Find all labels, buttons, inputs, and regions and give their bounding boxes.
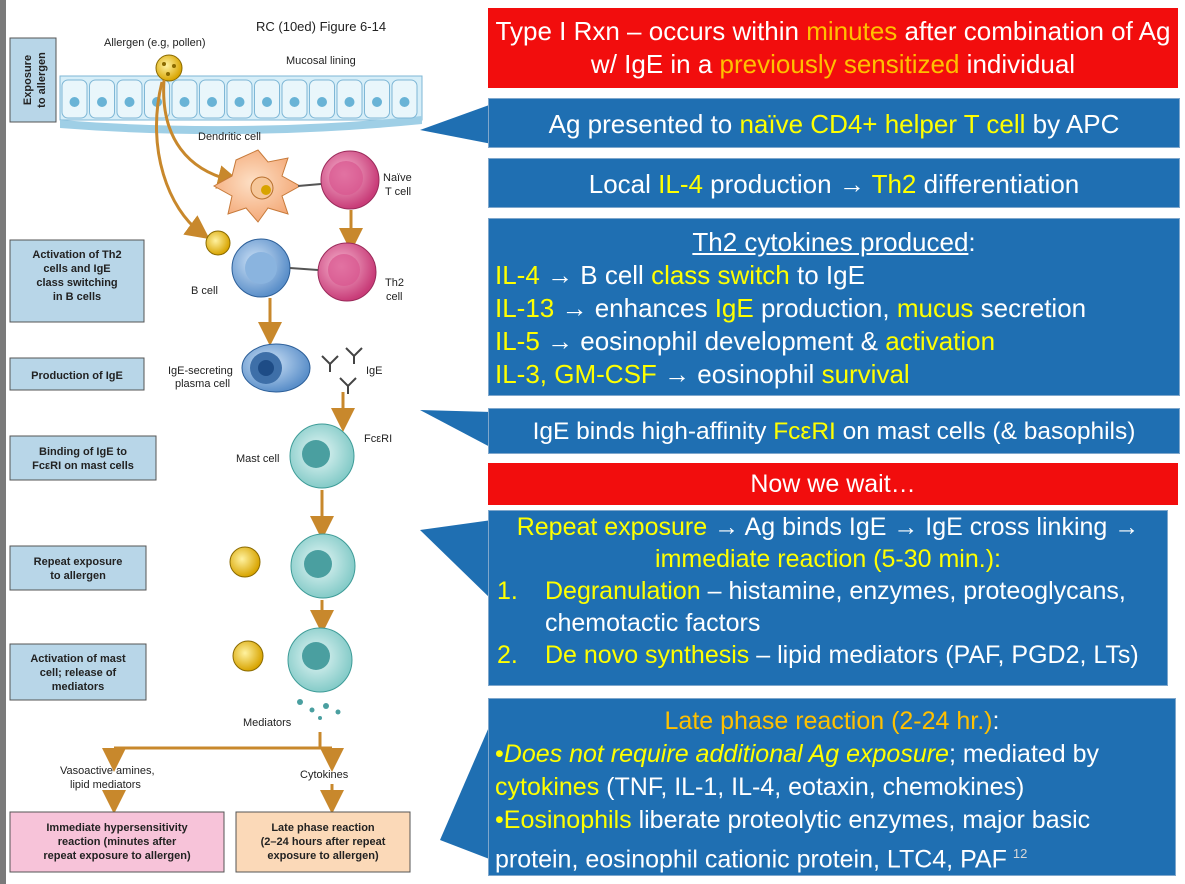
svg-text:cell; release of: cell; release of <box>40 667 117 679</box>
late-phase-box: Late phase reaction (2-24 hr.): •Does no… <box>488 698 1176 876</box>
stage-box-binding <box>9 435 157 481</box>
repeat-exposure-box: Repeat exposure → Ag binds IgE → IgE cro… <box>488 510 1168 686</box>
mast-cell-label: Mast cell <box>236 453 279 465</box>
svg-text:Activation of Th2: Activation of Th2 <box>32 249 121 261</box>
page-number: 12 <box>1012 846 1028 861</box>
dendritic-label: Dendritic cell <box>198 131 261 143</box>
slide-left-border <box>0 0 6 884</box>
b-cell-icon <box>205 230 291 298</box>
svg-text:reaction (minutes after: reaction (minutes after <box>58 836 177 848</box>
th2-label-1: Th2 <box>385 277 404 289</box>
svg-text:repeat exposure to allergen): repeat exposure to allergen) <box>43 850 191 862</box>
stage-box-exposure: Exposure to allergen <box>9 37 57 123</box>
type1-title-box: Type I Rxn – occurs within minutes after… <box>488 8 1178 88</box>
epithelial-nucleus <box>234 97 245 107</box>
epithelial-nucleus <box>207 97 217 107</box>
allergen-label: Allergen (e.g, pollen) <box>104 37 206 49</box>
svg-text:FcεRI on mast cells: FcεRI on mast cells <box>32 460 134 472</box>
th2-cell-icon <box>289 242 377 302</box>
epithelial-nucleus <box>262 97 272 107</box>
vasoactive-label-1: Vasoactive amines, <box>60 765 155 777</box>
ige-label: IgE <box>366 365 383 377</box>
hypersensitivity-figure: RC (10ed) Figure 6-14 Allergen (e.g, pol… <box>9 19 423 873</box>
outcome-immediate-box: Immediate hypersensitivity reaction (min… <box>9 811 225 873</box>
epithelial-nucleus <box>344 97 355 107</box>
vasoactive-label-2: lipid mediators <box>70 779 141 791</box>
allergen-pollen-icon <box>155 54 183 82</box>
epithelial-nucleus <box>179 97 190 107</box>
plasma-cell-icon <box>241 343 311 393</box>
svg-text:in B cells: in B cells <box>53 291 101 303</box>
antigen-presentation-box: Ag presented to naïve CD4+ helper T cell… <box>488 98 1180 148</box>
stage-box-repeat <box>9 545 147 591</box>
mediator-branch-arrows <box>102 732 344 814</box>
plasma-label-1: IgE-secreting <box>168 365 233 377</box>
epithelial-nucleus <box>97 97 107 107</box>
fceri-label: FcεRI <box>364 433 392 445</box>
mast-cell-activated-icon <box>232 627 353 720</box>
svg-text:to allergen: to allergen <box>50 570 106 582</box>
th2-cytokines-box: Th2 cytokines produced: IL-4 → B cell cl… <box>488 218 1180 396</box>
epithelial-nucleus <box>399 97 410 107</box>
mediators-label: Mediators <box>243 717 292 729</box>
svg-text:Late phase reaction: Late phase reaction <box>271 822 375 834</box>
svg-text:mediators: mediators <box>52 681 105 693</box>
svg-text:cells and IgE: cells and IgE <box>43 263 110 275</box>
ige-binding-box: IgE binds high-affinity FcεRI on mast ce… <box>488 408 1180 454</box>
ige-antibody-icons <box>321 347 363 394</box>
svg-text:Immediate hypersensitivity: Immediate hypersensitivity <box>46 822 188 834</box>
th2-label-2: cell <box>386 291 403 303</box>
epithelial-nucleus <box>124 97 135 107</box>
mucosal-label: Mucosal lining <box>286 55 356 67</box>
dendritic-cell-icon <box>212 149 302 223</box>
naive-label-2: T cell <box>385 186 411 198</box>
il4-production-box: Local IL-4 production → Th2 differentiat… <box>488 158 1180 208</box>
epithelial-nucleus <box>69 97 80 107</box>
figure-source: RC (10ed) Figure 6-14 <box>256 19 386 34</box>
cytokines-label: Cytokines <box>300 769 349 781</box>
svg-text:class switching: class switching <box>36 277 117 289</box>
outcome-late-box: Late phase reaction (2–24 hours after re… <box>235 811 411 873</box>
naive-t-cell-icon <box>297 150 380 210</box>
naive-label-1: Naïve <box>383 172 412 184</box>
now-we-wait-box: Now we wait… <box>488 463 1178 505</box>
stage-box-mediators <box>9 643 147 701</box>
b-cell-label: B cell <box>191 285 218 297</box>
svg-text:(2–24 hours after repeat: (2–24 hours after repeat <box>261 836 386 848</box>
svg-text:Exposure: Exposure <box>22 55 34 105</box>
stage-box-activation <box>9 239 145 323</box>
svg-text:Binding of IgE to: Binding of IgE to <box>39 446 127 458</box>
stage-box-production <box>9 357 145 391</box>
svg-text:Repeat exposure: Repeat exposure <box>34 556 123 568</box>
epithelial-nucleus <box>317 97 327 107</box>
mast-cell-repeat-icon <box>229 533 356 599</box>
stage-production-label: Production of IgE <box>31 370 123 382</box>
mast-cell-icon <box>289 423 355 489</box>
epithelial-nucleus <box>289 97 300 107</box>
plasma-label-2: plasma cell <box>175 378 230 390</box>
epithelial-nucleus <box>372 97 382 107</box>
svg-text:to allergen: to allergen <box>36 52 48 108</box>
svg-text:exposure to allergen): exposure to allergen) <box>267 850 379 862</box>
mucosal-lining <box>59 75 423 135</box>
svg-text:Activation of mast: Activation of mast <box>30 653 126 665</box>
